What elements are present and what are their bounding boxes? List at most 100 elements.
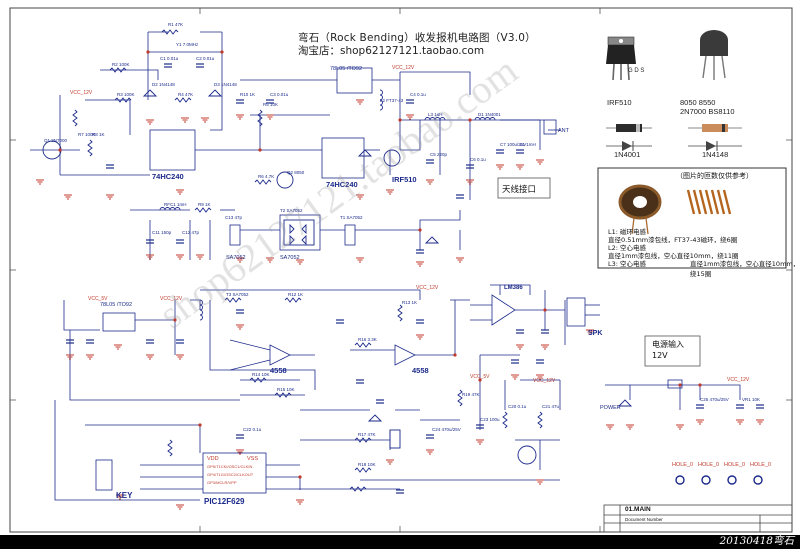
component-ref-label: R17 47K	[358, 432, 376, 437]
component-ref-label: Y1 7.0MHz	[176, 42, 199, 47]
ic-u2a-label: 74HC240	[152, 172, 184, 181]
component-ref-label: D1 1N4001	[478, 112, 501, 117]
image-credit: 20130418弯石	[719, 535, 794, 547]
component-ref-label: R1 47K	[168, 22, 184, 27]
vcc12-label-4: VCC_12V	[416, 285, 439, 291]
coil-l2-title: L2: 空心电感	[608, 244, 647, 252]
title-block-doc-number: Document Number	[625, 517, 663, 522]
mcu-pin-2: GP5/T1CKI/OSC1/CLKIN	[207, 464, 253, 469]
mcu-pin-3: GP4/T1G/OSC2/CLKOUT	[207, 472, 254, 477]
mcu-pin-4: GP3/MCLR/VPP	[207, 480, 237, 485]
ic-mixer1-label: SA7052	[226, 255, 246, 261]
speaker-jack-label: SPK	[588, 330, 603, 337]
ic-u4a-label: 4558	[270, 366, 287, 375]
component-ref-label: C22 0.1u	[243, 427, 262, 432]
component-ref-label: D3 1N4148	[214, 82, 237, 87]
vcc12-label-3: VCC_12V	[160, 296, 183, 302]
component-ref-label: L1 1mH	[520, 142, 536, 147]
vcc12-label-6: VCC_12V	[727, 377, 750, 383]
component-ref-label: R2 100K	[112, 62, 130, 67]
coil-l3-detail: 直径1mm漆包线，空心直径10mm，绕15圈	[690, 260, 800, 278]
component-ref-label: L2 FT37-43	[380, 98, 404, 103]
shop-url: 淘宝店：shop62127121.taobao.com	[298, 45, 485, 57]
component-ref-label: R4 47K	[178, 92, 194, 97]
component-ref-label: Q2 8050	[287, 170, 305, 175]
ic-irf510-label: IRF510	[392, 175, 417, 184]
vcc12-label-1: VCC_12V	[70, 90, 93, 96]
component-ref-label: R3 100K	[117, 92, 135, 97]
ic-amp-label: LM386	[504, 285, 523, 291]
ic-u2b-label: 74HC240	[326, 180, 358, 189]
component-ref-label: T1 SA7052	[340, 215, 363, 220]
schematic-sheet: 弯石（Rock Bending）收发报机电路图（V3.0） 淘宝店：shop62…	[0, 0, 800, 535]
component-ref-label: C23 100u	[480, 417, 500, 422]
title-block-sheet-name: 01.MAIN	[625, 506, 651, 513]
component-ref-label: R6 4.7K	[258, 174, 275, 179]
component-ref-label: R5 10K	[263, 102, 279, 107]
component-ref-label: T2 SA7052	[280, 208, 303, 213]
coil-l2-detail: 直径1mm漆包线，空心直径10mm，绕11圈	[608, 252, 739, 260]
component-ref-label: R13 1K	[402, 300, 418, 305]
ic-mixer2-label: SA7052	[280, 255, 300, 261]
vcc5-label-2: VCC_5V	[470, 374, 490, 380]
component-ref-label: C6 0.1u	[470, 157, 486, 162]
component-ref-label: R12 1K	[288, 292, 304, 297]
mcu-pin-1: VDD	[207, 456, 219, 462]
component-ref-label: R15 10K	[277, 387, 295, 392]
component-ref-label: R8 1K	[92, 132, 105, 137]
component-ref-label: C11 150p	[152, 230, 172, 235]
component-ref-label: VR1 10K	[742, 397, 761, 402]
transistor-part-label-b: 2N7000 BS8110	[680, 107, 735, 116]
ic-mcu-label: PIC12F629	[204, 497, 245, 506]
antenna-interface-label: 天线接口	[502, 185, 537, 195]
component-ref-label: C7 100u/25V	[500, 142, 527, 147]
antenna-connector-label: ANT	[558, 128, 569, 134]
hole-label-3: HOLE_0	[724, 462, 746, 468]
hole-label-2: HOLE_0	[698, 462, 720, 468]
component-ref-label: C12 47p	[182, 230, 200, 235]
component-ref-label: C1 0.01u	[160, 56, 179, 61]
component-ref-label: C24 470u/25V	[432, 427, 461, 432]
diode-1n4148-label: 1N4148	[702, 150, 729, 159]
gds-pin-label: G D S	[628, 68, 645, 74]
transistor-part-label-a: 8050 8550	[680, 98, 716, 107]
component-ref-label: C2 0.01u	[196, 56, 215, 61]
component-ref-label: T3 SA7052	[226, 292, 249, 297]
component-ref-label: Q1 2N7000	[44, 138, 68, 143]
component-ref-label: R7 100K	[78, 132, 96, 137]
legend-note: （图片的匝数仅供参考）	[676, 172, 753, 180]
coil-l3-title: L3: 空心电感	[608, 260, 647, 268]
component-ref-label: C21 47u	[542, 404, 560, 409]
component-ref-label: D2 1N4148	[152, 82, 175, 87]
component-ref-label: C5 220p	[430, 152, 448, 157]
component-ref-label: R16 3.3K	[358, 337, 377, 342]
ic-reg1-label: 78L05 /TO92	[330, 66, 363, 72]
component-ref-label: L3 1uH	[428, 112, 443, 117]
diode-1n4001-label: 1N4001	[614, 150, 641, 159]
vcc12-label-5: VCC_12V	[533, 378, 556, 384]
component-ref-label: C4 0.1u	[410, 92, 426, 97]
component-ref-label: R14 10K	[252, 372, 270, 377]
power-input-label: 电源输入 12V	[652, 340, 684, 360]
coil-l1-detail: 直径0.51mm漆包线，FT37-43磁环，绕6圈	[608, 236, 738, 244]
coil-l1-title: L1: 磁环电感	[608, 228, 647, 236]
component-ref-label: C25 470u/25V	[700, 397, 729, 402]
ic-u4b-label: 4558	[412, 366, 429, 375]
component-ref-label: C20 0.1u	[508, 404, 527, 409]
ic-reg2-label: 78L05 /TO92	[100, 302, 133, 308]
component-ref-label: R10 1K	[240, 92, 256, 97]
vcc5-label-1: VCC_5V	[88, 296, 108, 302]
schematic-title: 弯石（Rock Bending）收发报机电路图（V3.0）	[298, 32, 536, 44]
hole-label-1: HOLE_0	[672, 462, 694, 468]
component-ref-label: C13 47p	[225, 215, 243, 220]
key-jack-label: KEY	[116, 491, 133, 500]
component-ref-label: C3 0.01u	[270, 92, 289, 97]
component-ref-label: R19 47K	[462, 392, 480, 397]
power-connector-label: POWER	[600, 405, 621, 411]
hole-label-4: HOLE_0	[750, 462, 772, 468]
vcc12-label-2: VCC_12V	[392, 65, 415, 71]
mcu-pin-8: VSS	[247, 456, 259, 462]
component-ref-label: R18 10K	[358, 462, 376, 467]
irf510-part-label: IRF510	[607, 98, 632, 107]
